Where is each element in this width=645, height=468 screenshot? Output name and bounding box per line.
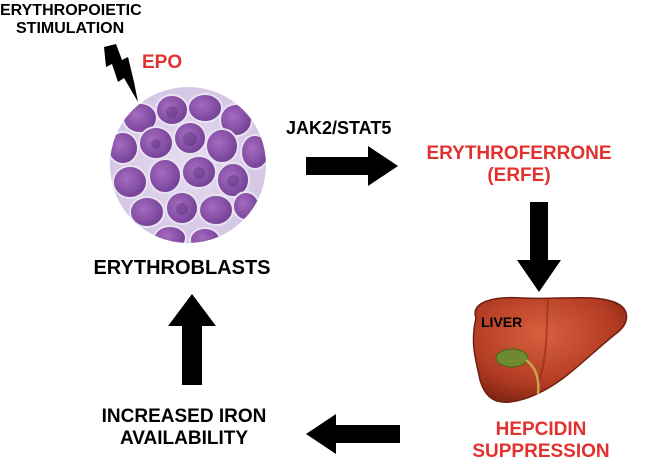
jak2-stat5-label: JAK2/STAT5: [286, 118, 392, 138]
arrow-down: [517, 202, 561, 292]
erythroferrone-label: ERYTHROFERRONE (ERFE): [426, 143, 612, 186]
erythroblast-cells-image: [110, 87, 266, 243]
arrow-up: [168, 294, 216, 385]
increased-iron-availability-label: INCREASED IRON AVAILABILITY: [101, 406, 267, 449]
lightning-bolt-icon: [104, 44, 138, 102]
hepcidin-suppression-label: HEPCIDIN SUPPRESSION: [472, 419, 610, 462]
erythropoietic-stimulation-label: ERYTHROPOIETIC STIMULATION: [0, 2, 142, 38]
epo-label: EPO: [142, 52, 183, 73]
liver-label: LIVER: [481, 314, 523, 330]
arrow-right: [306, 146, 398, 186]
liver-image: [472, 296, 628, 403]
erythroblasts-label: ERYTHROBLASTS: [93, 257, 271, 279]
arrow-left: [306, 414, 400, 454]
